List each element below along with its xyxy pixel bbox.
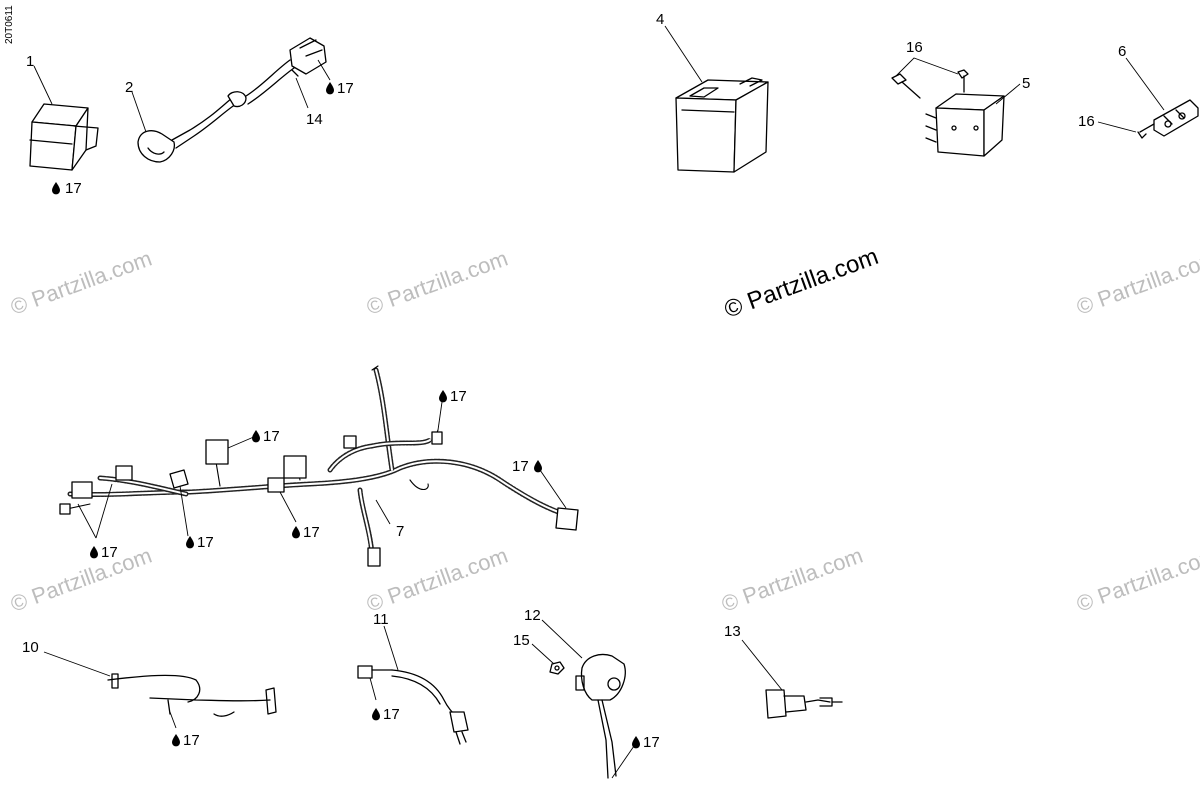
oil-drop-icon bbox=[90, 546, 98, 559]
callout-6[interactable]: 6 bbox=[1118, 43, 1126, 60]
svg-text:17: 17 bbox=[383, 706, 400, 723]
callout-1[interactable]: 1 bbox=[26, 53, 34, 70]
callout-14[interactable]: 14 bbox=[306, 111, 323, 128]
callout-15[interactable]: 15 bbox=[513, 632, 530, 649]
callout-13[interactable]: 13 bbox=[724, 623, 741, 640]
callout-2[interactable]: 2 bbox=[125, 79, 133, 96]
svg-text:17: 17 bbox=[337, 80, 354, 97]
watermarks: © Partzilla.com © Partzilla.com © Partzi… bbox=[7, 246, 1200, 617]
lube-callout[interactable]: 17 bbox=[292, 524, 320, 541]
callout-16[interactable]: 16 bbox=[906, 39, 923, 56]
callout-7[interactable]: 7 bbox=[396, 523, 404, 540]
oil-drop-icon bbox=[534, 460, 542, 473]
watermark: © Partzilla.com bbox=[1073, 543, 1200, 617]
oil-drop-icon bbox=[252, 430, 260, 443]
watermark: © Partzilla.com bbox=[363, 246, 511, 320]
watermark: © Partzilla.com bbox=[363, 543, 511, 617]
part-6-bracket[interactable] bbox=[1137, 99, 1199, 139]
callout-12[interactable]: 12 bbox=[524, 607, 541, 624]
part-4-battery[interactable] bbox=[675, 77, 769, 173]
svg-text:17: 17 bbox=[303, 524, 320, 541]
part-2-cable[interactable] bbox=[137, 37, 327, 163]
callout-10[interactable]: 10 bbox=[22, 639, 39, 656]
svg-text:17: 17 bbox=[263, 428, 280, 445]
part-1-module[interactable] bbox=[29, 103, 99, 171]
bolt-16[interactable] bbox=[891, 69, 969, 99]
svg-text:17: 17 bbox=[65, 180, 82, 197]
watermark: © Partzilla.com bbox=[7, 543, 155, 617]
lube-callout[interactable]: 17 bbox=[326, 80, 354, 97]
svg-text:17: 17 bbox=[183, 732, 200, 749]
svg-text:17: 17 bbox=[101, 544, 118, 561]
oil-drop-icon bbox=[632, 736, 640, 749]
nut-15[interactable] bbox=[549, 661, 565, 675]
lube-callout[interactable]: 17 bbox=[512, 458, 542, 475]
oil-drop-icon bbox=[52, 182, 60, 195]
lube-callout[interactable]: 17 bbox=[172, 732, 200, 749]
callout-4[interactable]: 4 bbox=[656, 11, 664, 28]
center-watermark: © Partzilla.com bbox=[721, 243, 882, 324]
watermark: © Partzilla.com bbox=[1073, 246, 1200, 320]
oil-drop-icon bbox=[172, 734, 180, 747]
svg-text:17: 17 bbox=[197, 534, 214, 551]
watermark: © Partzilla.com bbox=[718, 543, 866, 617]
part-12-switch[interactable] bbox=[575, 653, 626, 779]
callout-5[interactable]: 5 bbox=[1022, 75, 1030, 92]
svg-text:17: 17 bbox=[450, 388, 467, 405]
part-5-box[interactable] bbox=[925, 93, 1005, 157]
part-13-sensor[interactable] bbox=[765, 689, 843, 719]
part-10-ground-wire[interactable] bbox=[107, 673, 277, 717]
lube-callout[interactable]: 17 bbox=[252, 428, 280, 445]
oil-drop-icon bbox=[326, 82, 334, 95]
part-7-harness[interactable] bbox=[59, 365, 579, 567]
svg-text:17: 17 bbox=[512, 458, 529, 475]
oil-drop-icon bbox=[186, 536, 194, 549]
lube-callout[interactable]: 17 bbox=[372, 706, 400, 723]
lube-callout[interactable]: 17 bbox=[439, 388, 467, 405]
lube-callout[interactable]: 17 bbox=[632, 734, 660, 751]
lube-callout[interactable]: 17 bbox=[90, 544, 118, 561]
part-11-sensor[interactable] bbox=[357, 665, 469, 745]
oil-drop-icon bbox=[372, 708, 380, 721]
oil-drop-icon bbox=[292, 526, 300, 539]
oil-drop-icon bbox=[439, 390, 447, 403]
figure-code: 20T0611 bbox=[4, 5, 15, 44]
lube-callout[interactable]: 17 bbox=[186, 534, 214, 551]
lube-callout[interactable]: 17 bbox=[52, 180, 82, 197]
watermark: © Partzilla.com bbox=[7, 246, 155, 320]
callout-11[interactable]: 11 bbox=[373, 611, 389, 628]
svg-text:17: 17 bbox=[643, 734, 660, 751]
callout-16[interactable]: 16 bbox=[1078, 113, 1095, 130]
